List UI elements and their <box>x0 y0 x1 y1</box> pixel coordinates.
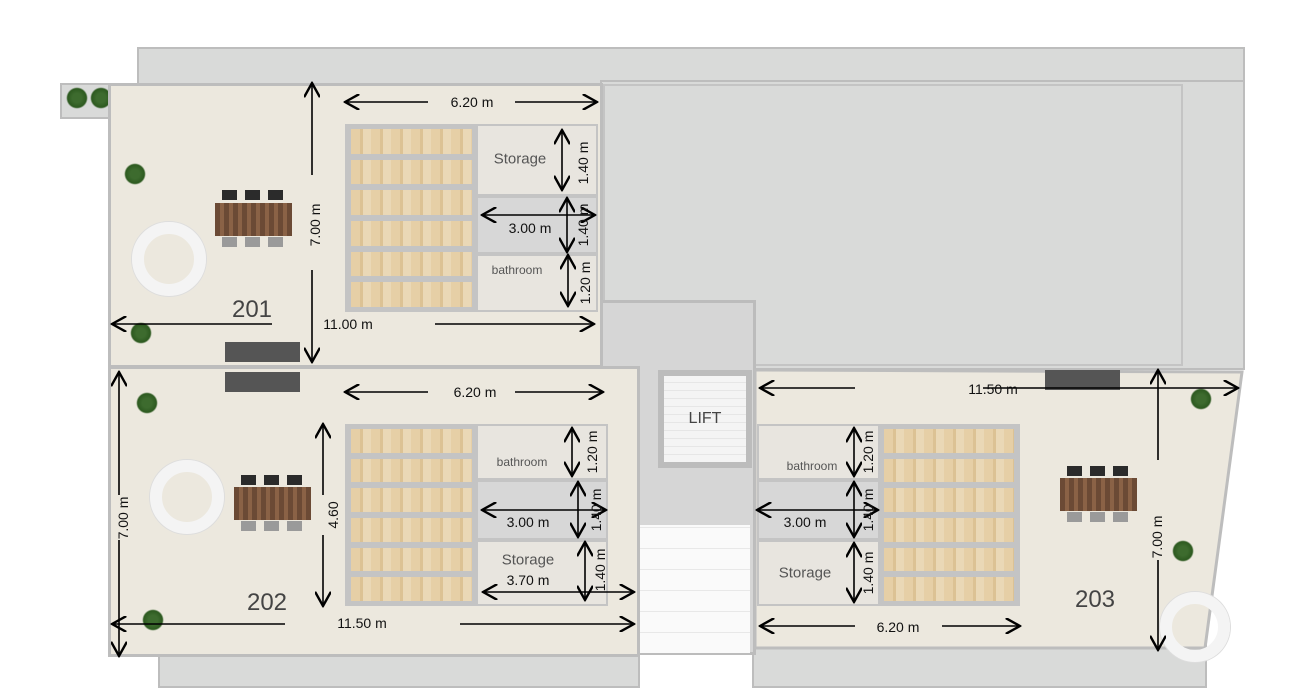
storage-201[interactable] <box>476 124 598 196</box>
plant-icon <box>124 163 146 185</box>
plant-icon <box>142 609 164 631</box>
dim-203-depth: 7.00 m <box>1149 515 1165 559</box>
dim-202-depth: 7.00 m <box>115 496 131 540</box>
unit-label-202: 202 <box>246 589 288 616</box>
room-label-storage-203: Storage <box>778 564 832 582</box>
dining-table-201 <box>215 203 292 236</box>
dim-203-bunk-width: 6.20 m <box>876 619 920 635</box>
plant-icon <box>90 87 112 109</box>
dining-table-203 <box>1060 478 1137 511</box>
dim-201-corridor-h: 1.40 m <box>575 203 591 247</box>
bathroom-202[interactable] <box>476 424 608 480</box>
dim-201-corridor-w: 3.00 m <box>508 220 552 236</box>
dim-202-storage-h: 1.40 m <box>592 548 608 592</box>
room-label-bathroom-203: bathroom <box>786 459 838 473</box>
dim-201-bath-h: 1.20 m <box>577 261 593 305</box>
dim-202-corridor-h: 1.40 m <box>588 488 604 532</box>
dim-203-storage-h: 1.40 m <box>860 551 876 595</box>
unit-label-203: 203 <box>1074 586 1116 613</box>
staircase[interactable] <box>640 525 750 653</box>
plant-icon <box>1172 540 1194 562</box>
kitchenette-201 <box>225 342 300 362</box>
bunk-beds-202 <box>345 424 478 606</box>
dim-203-corridor-h: 1.40 m <box>860 488 876 532</box>
dim-202-storage-w: 3.70 m <box>506 572 550 588</box>
bathroom-201[interactable] <box>476 254 598 312</box>
plant-icon <box>66 87 88 109</box>
dim-202-bunk-h: 4.60 <box>325 501 341 529</box>
room-label-storage-202: Storage <box>501 551 555 569</box>
dim-202-corridor-w: 3.00 m <box>506 514 550 530</box>
dim-201-length: 11.00 m <box>323 316 373 332</box>
room-label-storage-201: Storage <box>493 150 547 168</box>
dim-201-depth: 7.00 m <box>307 203 323 247</box>
room-label-bathroom-202: bathroom <box>496 455 548 469</box>
bunk-beds-203 <box>878 424 1020 606</box>
dim-203-length: 11.50 m <box>968 381 1018 397</box>
unit-label-201: 201 <box>231 296 273 323</box>
dim-201-storage-h: 1.40 m <box>575 141 591 185</box>
bunk-beds-201 <box>345 124 478 312</box>
corridor-201 <box>476 196 598 254</box>
dim-202-bath-h: 1.20 m <box>584 430 600 474</box>
dim-202-bunk-width: 6.20 m <box>453 384 497 400</box>
dim-202-length: 11.50 m <box>337 615 387 631</box>
kitchenette-202 <box>225 372 300 392</box>
plant-icon <box>1190 388 1212 410</box>
plant-icon <box>130 322 152 344</box>
dim-201-bunk-width: 6.20 m <box>450 94 494 110</box>
dim-203-corridor-w: 3.00 m <box>783 514 827 530</box>
lift[interactable]: LIFT <box>658 370 752 468</box>
lift-label: LIFT <box>688 410 722 427</box>
kitchenette-203 <box>1045 370 1120 390</box>
room-label-bathroom-201: bathroom <box>491 263 543 277</box>
dining-table-202 <box>234 487 311 520</box>
roof-inner-outline <box>603 84 1183 366</box>
plant-icon <box>136 392 158 414</box>
dim-203-bath-h: 1.20 m <box>860 430 876 474</box>
